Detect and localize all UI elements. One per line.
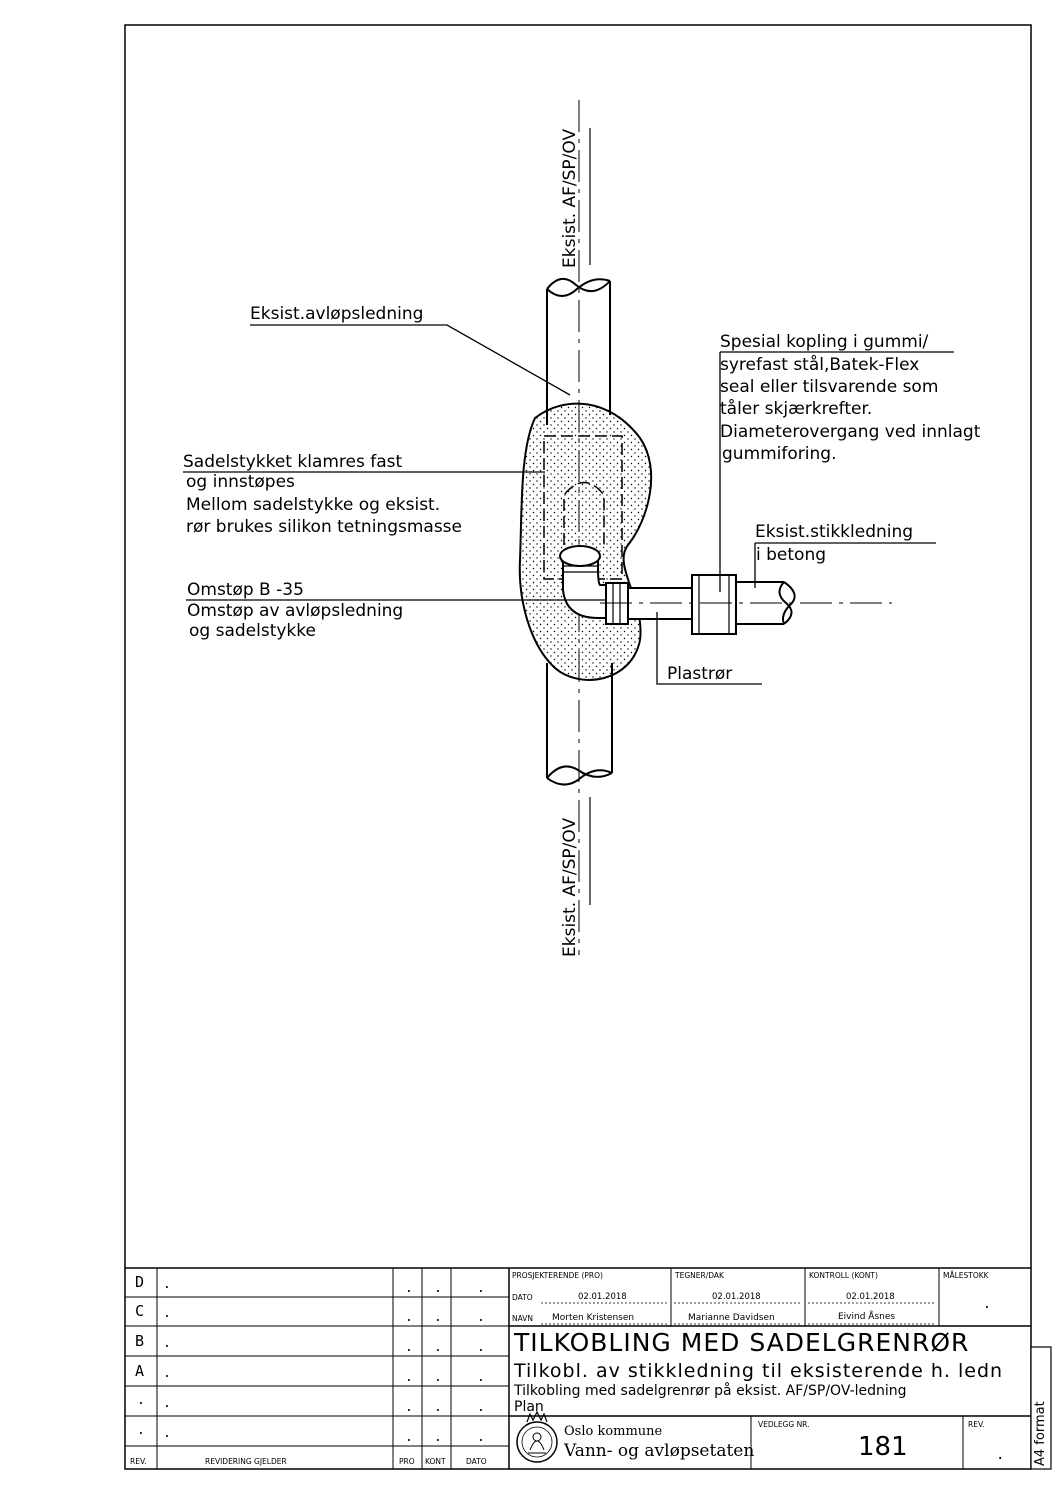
format-label: A4 format: [1033, 1401, 1048, 1466]
footer-pro: PRO: [399, 1457, 415, 1466]
vedlegg-number: 181: [858, 1432, 908, 1462]
rev-cell-dot: .: [477, 1370, 485, 1385]
footer-description: REVIDERING GJELDER: [205, 1457, 287, 1466]
service-line-label-2: i betong: [756, 545, 827, 565]
revision-text: .: [163, 1426, 171, 1441]
saddle-label-2: og innstøpes: [186, 472, 295, 492]
malestokk-value: .: [983, 1297, 991, 1312]
casting-label-2: Omstøp av avløpsledning: [187, 601, 404, 621]
coupling-label-4: tåler skjærkrefter.: [720, 399, 873, 419]
pro-header: PROSJEKTERENDE (PRO): [512, 1271, 603, 1280]
rev-cell-dot: .: [434, 1430, 442, 1445]
coupling-label-6: gummiforing.: [722, 444, 837, 464]
rev-cell-dot: .: [477, 1430, 485, 1445]
malestokk-header: MÅLESTOKK: [943, 1271, 989, 1280]
rev-cell-dot: .: [405, 1430, 413, 1445]
sewer-line-label: Eksist.avløpsledning: [250, 304, 424, 324]
oslo-kommune-seal: [516, 1410, 558, 1463]
coupling-label-2: syrefast stål,Batek-Flex: [720, 355, 920, 375]
drawing-view: Plan: [514, 1399, 544, 1415]
coupling-label-3: seal eller tilsvarende som: [720, 377, 939, 397]
rev-label: REV.: [968, 1420, 985, 1429]
drawing-border: [124, 24, 1032, 1470]
concrete-encasement: [518, 402, 653, 681]
format-tab: [1030, 1346, 1052, 1470]
revision-text: .: [163, 1396, 171, 1411]
rev-cell-dot: .: [405, 1310, 413, 1325]
rev-cell-dot: .: [477, 1340, 485, 1355]
service-pipe: [736, 581, 796, 625]
leader-lines: [183, 128, 954, 905]
service-line-label-1: Eksist.stikkledning: [755, 522, 914, 542]
branch-hidden-outline: [563, 481, 605, 545]
tegner-date: 02.01.2018: [712, 1292, 761, 1302]
pipe-label-top: Eksist. AF/SP/OV: [560, 128, 580, 268]
casting-label-3: og sadelstykke: [189, 621, 316, 641]
footer-kont: KONT: [425, 1457, 446, 1466]
drawing-subtitle: Tilkobl. av stikkledning til eksisterend…: [514, 1360, 1004, 1382]
revision-letter: .: [137, 1423, 145, 1438]
rev-value: .: [996, 1447, 1005, 1463]
saddle-label-4: rør brukes silikon tetningsmasse: [186, 517, 463, 537]
revision-letter: D: [135, 1273, 145, 1291]
rev-cell-dot: .: [434, 1281, 442, 1296]
revision-letter: A: [135, 1362, 145, 1380]
kontroll-name: Eivind Åsnes: [838, 1312, 896, 1322]
rev-cell-dot: .: [477, 1400, 485, 1415]
rev-cell-dot: .: [434, 1400, 442, 1415]
pro-name: Morten Kristensen: [552, 1313, 635, 1323]
coupling: [691, 574, 737, 635]
rev-cell-dot: .: [405, 1370, 413, 1385]
dato-label: DATO: [512, 1293, 533, 1302]
coupling-label-1: Spesial kopling i gummi/: [720, 332, 929, 352]
revision-letter: B: [135, 1332, 145, 1350]
vedlegg-label: VEDLEGG NR.: [758, 1420, 810, 1429]
rev-cell-dot: .: [477, 1281, 485, 1296]
rev-cell-dot: .: [434, 1340, 442, 1355]
saddle-label-3: Mellom sadelstykke og eksist.: [186, 495, 441, 515]
plastic-pipe-label: Plastrør: [667, 664, 733, 684]
rev-cell-dot: .: [405, 1400, 413, 1415]
kontroll-header: KONTROLL (KONT): [809, 1271, 878, 1280]
revision-text: .: [163, 1336, 171, 1351]
casting-label-1: Omstøp B -35: [187, 580, 304, 600]
drawing-description: Tilkobling med sadelgrenrør på eksist. A…: [514, 1383, 907, 1399]
saddle-label-1: Sadelstykket klamres fast: [183, 452, 403, 472]
revision-letter: .: [137, 1393, 145, 1408]
footer-dato: DATO: [466, 1457, 487, 1466]
rev-cell-dot: .: [434, 1310, 442, 1325]
rev-cell-dot: .: [405, 1340, 413, 1355]
org-name: Oslo kommune: [564, 1424, 663, 1439]
footer-rev: REV.: [130, 1457, 147, 1466]
drawing-title: TILKOBLING MED SADELGRENRØR: [514, 1328, 970, 1357]
tegner-name: Marianne Davidsen: [688, 1313, 775, 1323]
tegner-header: TEGNER/DAK: [675, 1271, 724, 1280]
org-unit: Vann- og avløpsetaten: [564, 1441, 755, 1461]
revision-text: .: [163, 1277, 171, 1292]
pro-date: 02.01.2018: [578, 1292, 627, 1302]
rev-cell-dot: .: [405, 1281, 413, 1296]
kontroll-date: 02.01.2018: [846, 1292, 895, 1302]
navn-label: NAVN: [512, 1314, 534, 1323]
rev-cell-dot: .: [434, 1370, 442, 1385]
revision-text: .: [163, 1366, 171, 1381]
rev-cell-dot: .: [477, 1310, 485, 1325]
pipe-label-bottom: Eksist. AF/SP/OV: [560, 817, 580, 957]
main-pipe: [546, 278, 613, 786]
revision-text: .: [163, 1306, 171, 1321]
coupling-label-5: Diameterovergang ved innlagt: [720, 422, 981, 442]
revision-letter: C: [135, 1302, 145, 1320]
titleblock-lines: [125, 1267, 1031, 1469]
